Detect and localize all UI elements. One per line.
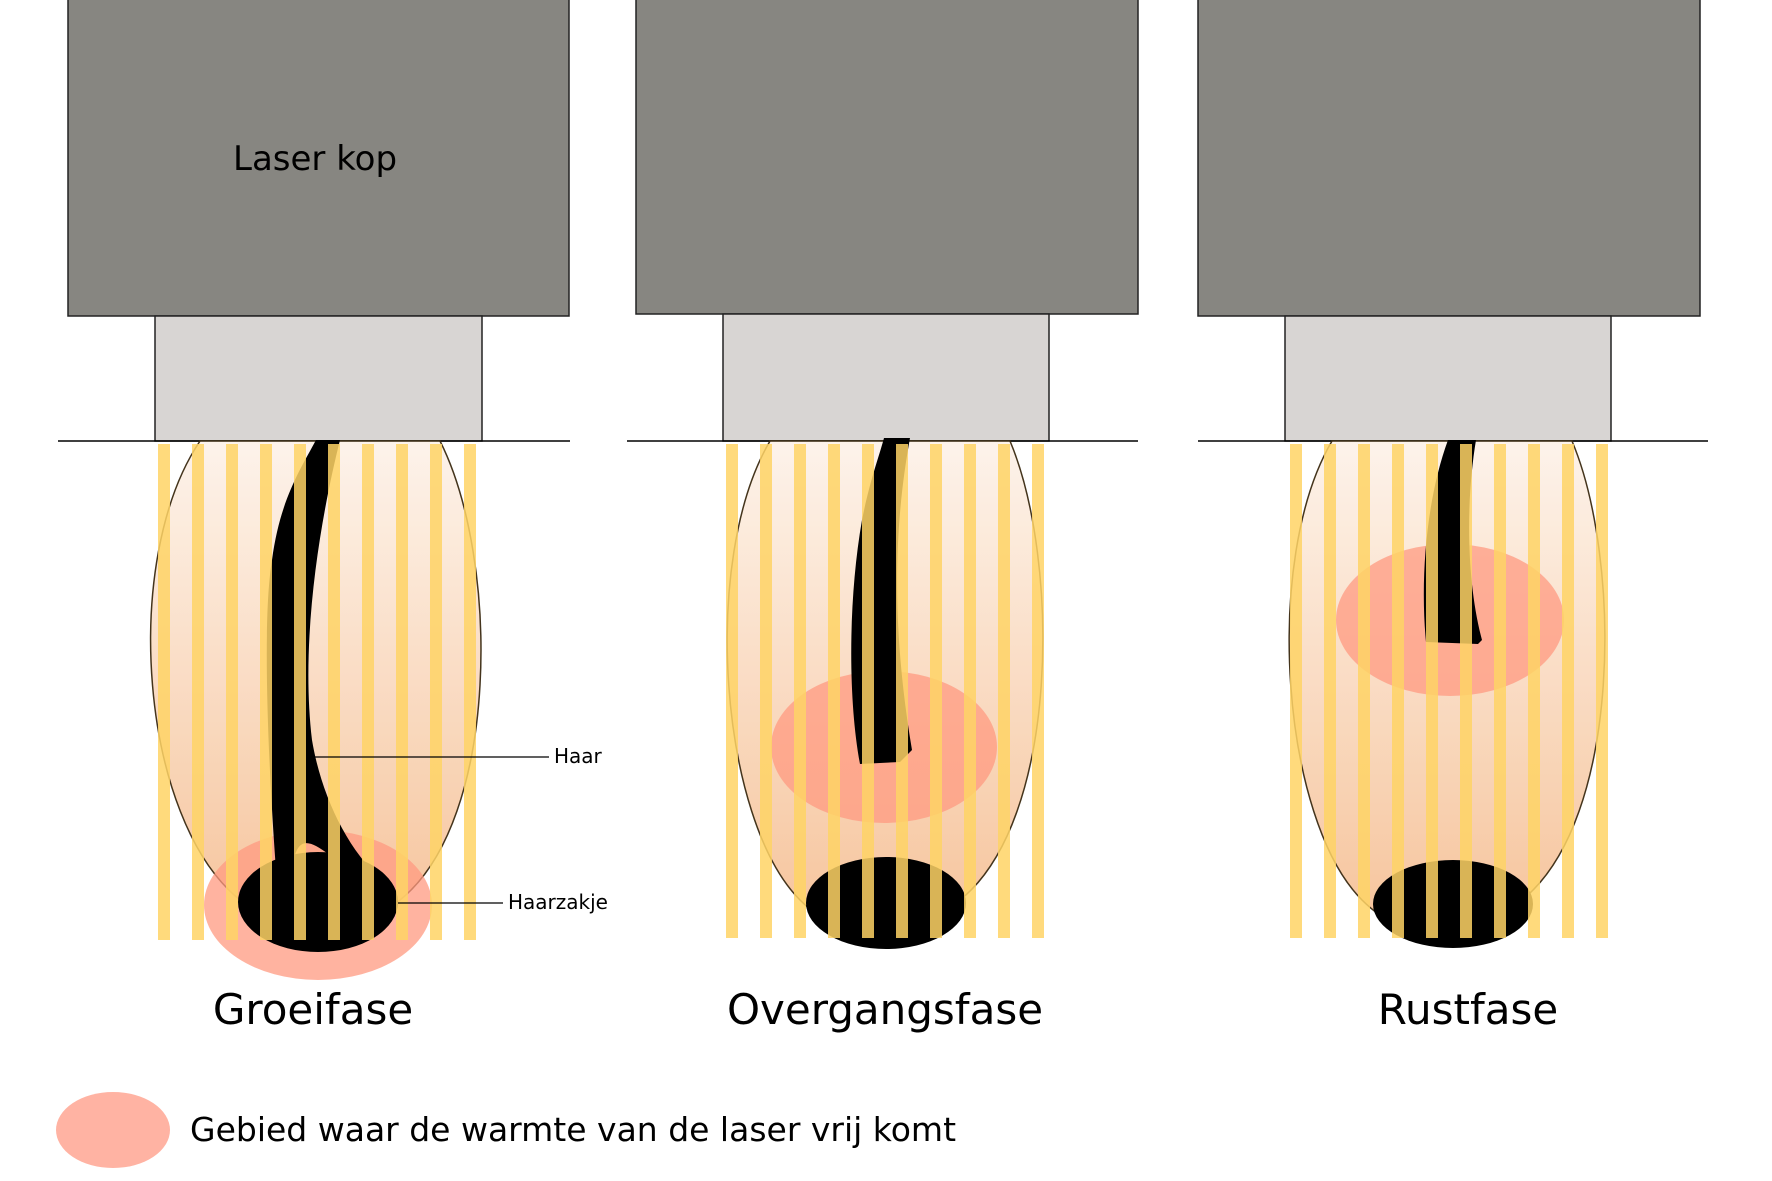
laser-tip xyxy=(154,315,483,442)
laser-tip xyxy=(1284,315,1612,442)
hair-bulb xyxy=(238,852,398,952)
hair-label: Haar xyxy=(554,744,603,768)
panel-rustfase: Rustfase xyxy=(1197,0,1708,1034)
laser-head-label: Laser kop xyxy=(233,139,397,179)
phase-label: Groeifase xyxy=(213,985,413,1034)
laser-beams xyxy=(1290,444,1608,938)
panel-groeifase: Laser kop Haar Haarzakje Groeifase xyxy=(58,0,608,1034)
laser-beams xyxy=(158,444,476,940)
laser-head xyxy=(1197,0,1701,317)
phase-label: Rustfase xyxy=(1378,985,1559,1034)
panel-overgangsfase: Overgangsfase xyxy=(627,0,1139,1034)
laser-head xyxy=(635,0,1139,315)
phase-label: Overgangsfase xyxy=(727,985,1043,1034)
legend-heat-swatch xyxy=(56,1092,170,1168)
hair-bulb xyxy=(806,857,966,949)
hair-bulb xyxy=(1373,860,1533,948)
laser-head xyxy=(67,0,570,317)
laser-tip xyxy=(722,313,1050,442)
legend: Gebied waar de warmte van de laser vrij … xyxy=(56,1092,956,1168)
laser-beams xyxy=(726,444,1044,938)
follicle-label: Haarzakje xyxy=(508,890,608,914)
legend-text: Gebied waar de warmte van de laser vrij … xyxy=(190,1110,956,1149)
